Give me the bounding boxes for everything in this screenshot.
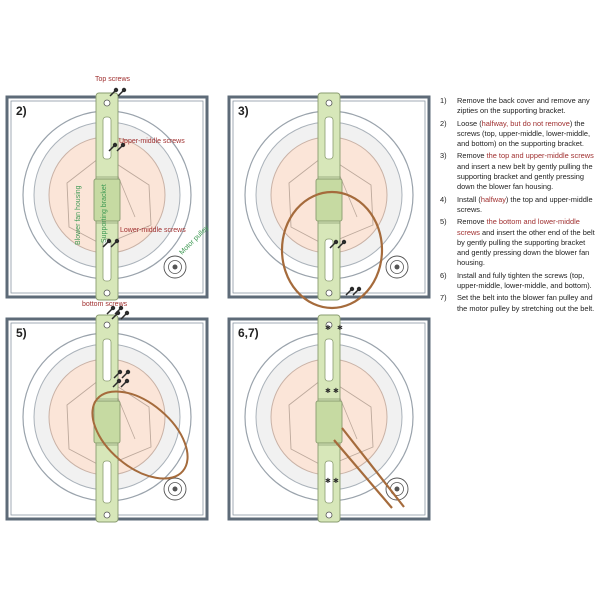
instruction-step-text: Remove the bottom and lower-middle screw… bbox=[457, 217, 598, 268]
instruction-step-text: Install (halfway) the top and upper-midd… bbox=[457, 195, 598, 216]
instruction-step-number: 4) bbox=[440, 194, 447, 204]
tightened-screws-marks: ✱✱ ✱✱ ✱✱ bbox=[325, 324, 343, 485]
instruction-text: Loose ( bbox=[457, 118, 482, 128]
instruction-step: 1) Remove the back cover and remove any z… bbox=[440, 96, 598, 117]
instruction-highlight: halfway bbox=[480, 194, 506, 204]
instruction-step: 7) Set the belt into the blower fan pulle… bbox=[440, 293, 598, 314]
supporting-bracket-label: Supporting bracket bbox=[101, 184, 108, 243]
belt-loop bbox=[280, 190, 384, 310]
panel-step-2: 2) Blower fan housing Supporting bracket… bbox=[5, 91, 211, 302]
instruction-step-text: Install and fully tighten the screws (to… bbox=[457, 271, 598, 292]
instruction-step: 3) Remove the top and upper-middle screws… bbox=[440, 151, 598, 192]
top-screws-label: Top screws bbox=[95, 76, 131, 83]
instruction-step-text: Remove the top and upper-middle screws a… bbox=[457, 151, 598, 192]
upper-middle-screws-label: Upper-middle screws bbox=[119, 138, 185, 145]
instruction-highlight: halfway, but do not remove bbox=[481, 118, 570, 128]
instruction-step-number: 6) bbox=[440, 270, 447, 280]
instruction-step-number: 7) bbox=[440, 293, 447, 303]
svg-text:✱: ✱ bbox=[337, 324, 343, 332]
instruction-text: Install ( bbox=[457, 194, 481, 204]
instruction-text: Remove bbox=[457, 217, 487, 227]
instruction-step-text: Loose (halfway, but do not remove) the s… bbox=[457, 119, 598, 150]
svg-text:✱: ✱ bbox=[333, 477, 339, 485]
panel-step-5: 5) bbox=[5, 313, 209, 524]
instruction-step: 4) Install (halfway) the top and upper-mi… bbox=[440, 195, 598, 216]
instruction-step-number: 1) bbox=[440, 96, 447, 105]
lower-middle-screws-label: Lower-middle screws bbox=[120, 227, 186, 234]
instruction-highlight: the bottom and lower-middle screws bbox=[457, 217, 580, 237]
bottom-screws-label: bottom screws bbox=[82, 301, 128, 308]
svg-text:✱: ✱ bbox=[325, 477, 331, 485]
panel-step-3: 3) bbox=[227, 91, 431, 302]
instruction-highlight: the top and upper-middle screws bbox=[486, 151, 594, 161]
instruction-step-text: Set the belt into the blower fan pulley … bbox=[457, 293, 598, 314]
panel-label: 2) bbox=[16, 104, 27, 118]
belt-loop bbox=[91, 390, 189, 480]
belt-routed bbox=[333, 427, 405, 509]
instruction-text: Install and fully tighten the screws (to… bbox=[457, 270, 592, 291]
svg-text:✱: ✱ bbox=[325, 387, 331, 395]
instruction-text: Remove bbox=[457, 151, 487, 161]
svg-text:✱: ✱ bbox=[325, 324, 331, 332]
instruction-step-number: 5) bbox=[440, 217, 447, 227]
instruction-step-number: 3) bbox=[440, 151, 447, 161]
instruction-step: 2) Loose (halfway, but do not remove) the… bbox=[440, 119, 598, 150]
instruction-text: Remove the back cover and remove any zip… bbox=[457, 96, 590, 116]
instruction-step: 5) Remove the bottom and lower-middle scr… bbox=[440, 217, 598, 268]
panel-label: 5) bbox=[16, 326, 27, 340]
instruction-step: 6) Install and fully tighten the screws (… bbox=[440, 271, 598, 292]
panel-label: 6,7) bbox=[238, 326, 259, 340]
panel-label: 3) bbox=[238, 104, 249, 118]
instruction-text: ) the screws (top, upper-middle, lower-m… bbox=[457, 118, 591, 149]
panel-step-6-7: 6,7) bbox=[227, 313, 431, 524]
svg-text:✱: ✱ bbox=[333, 387, 339, 395]
blower-fan-housing-label: Blower fan housing bbox=[75, 185, 82, 245]
instruction-step-number: 2) bbox=[440, 118, 447, 128]
instructions-list: 1) Remove the back cover and remove any z… bbox=[440, 96, 598, 316]
instruction-text: and insert the other end of the belt by … bbox=[457, 227, 595, 268]
instruction-text: Set the belt into the blower fan pulley … bbox=[457, 293, 595, 313]
instruction-step-text: Remove the back cover and remove any zip… bbox=[457, 96, 598, 117]
instruction-text: and insert a new belt by gently pulling … bbox=[457, 161, 593, 192]
instruction-text: ) the top and upper-middle screws. bbox=[457, 194, 593, 214]
